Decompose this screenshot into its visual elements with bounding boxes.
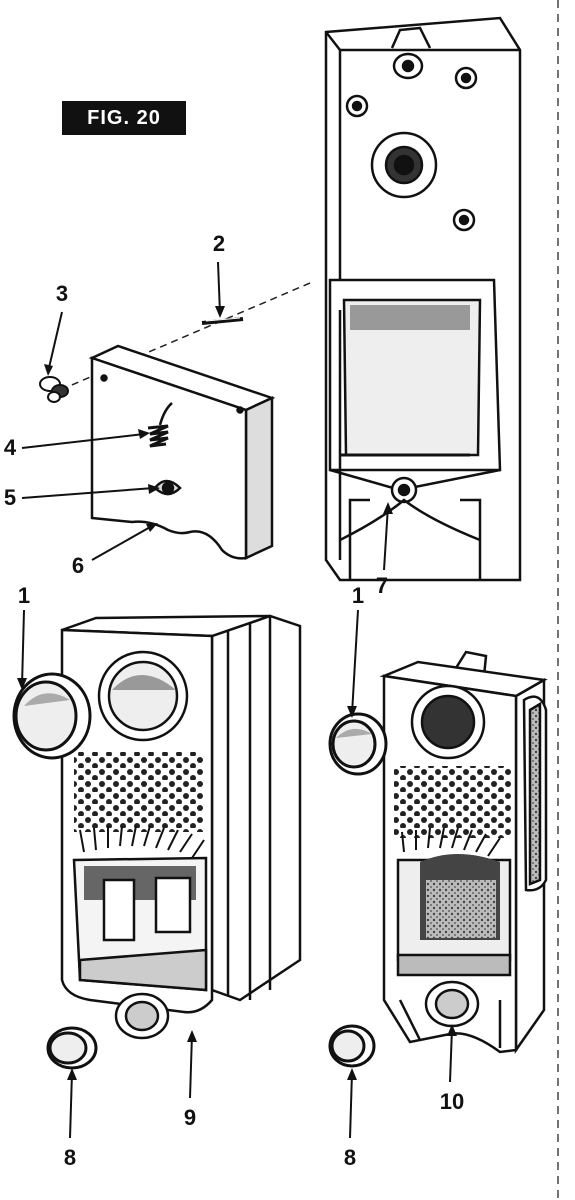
callout-8-right: 8 bbox=[343, 1145, 357, 1170]
callout-4: 4 bbox=[3, 435, 17, 460]
rear-section-drawing bbox=[324, 16, 522, 582]
callout-5: 5 bbox=[3, 485, 17, 510]
callout-6: 6 bbox=[71, 553, 85, 578]
front-section-drawing bbox=[60, 614, 302, 1040]
wing-nut-drawing bbox=[39, 376, 69, 403]
pin-drawing bbox=[201, 317, 244, 325]
callout-7: 7 bbox=[375, 573, 389, 598]
callout-1-left: 1 bbox=[17, 583, 31, 608]
cover-plate-drawing bbox=[88, 344, 276, 560]
leader-lines bbox=[21, 261, 453, 1139]
intermediate-section-drawing bbox=[379, 650, 548, 1054]
alignment-line bbox=[59, 282, 311, 391]
callout-10: 10 bbox=[439, 1089, 465, 1114]
plug-left-drawing bbox=[12, 672, 92, 760]
callout-8-left: 8 bbox=[63, 1145, 77, 1170]
arrowheads bbox=[17, 306, 457, 1080]
figure-title: FIG. 20 bbox=[62, 101, 186, 135]
callout-2: 2 bbox=[212, 231, 226, 256]
callout-1-right: 1 bbox=[351, 583, 365, 608]
push-nipple-left-drawing bbox=[46, 1026, 98, 1070]
plug-right-drawing bbox=[328, 712, 388, 776]
push-nipple-right-drawing bbox=[328, 1024, 376, 1068]
callout-3: 3 bbox=[55, 281, 69, 306]
callout-9: 9 bbox=[183, 1105, 197, 1130]
